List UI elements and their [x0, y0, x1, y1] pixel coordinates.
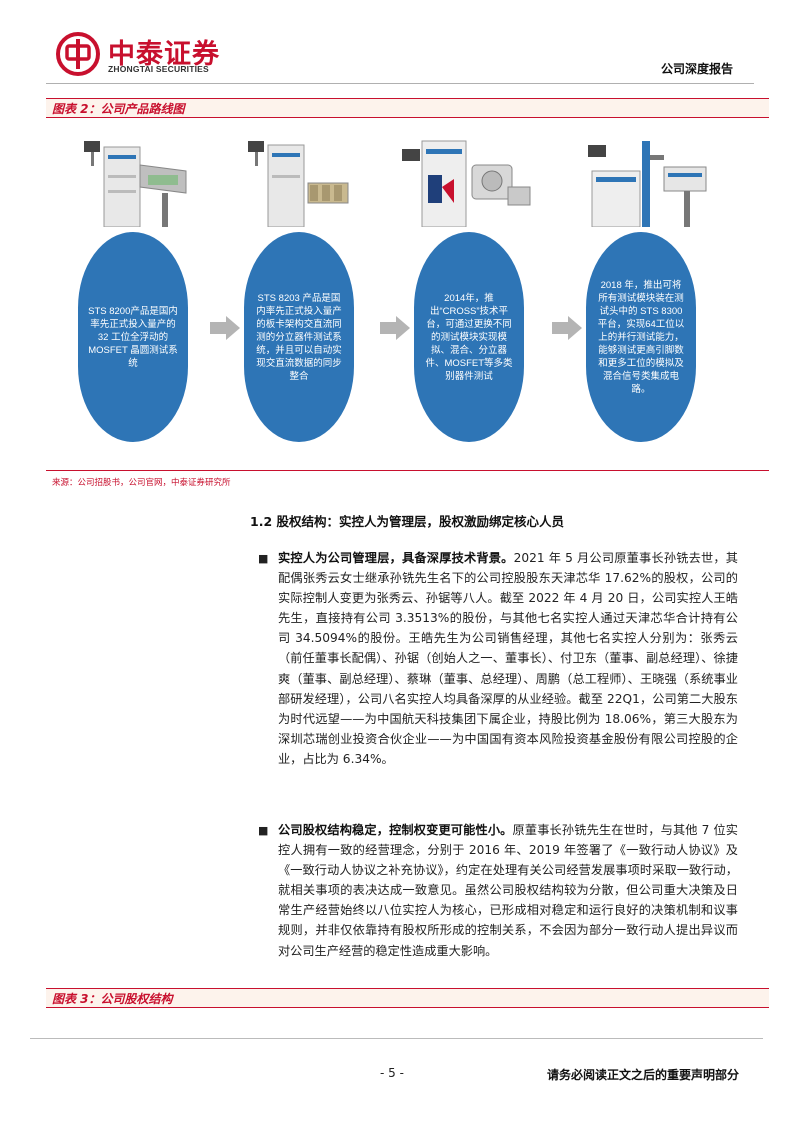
logo-text-en: ZHONGTAI SECURITIES: [108, 64, 209, 74]
company-logo: 中泰证券 ZHONGTAI SECURITIES: [56, 30, 246, 78]
roadmap-node-sts8300: 2018 年，推出可将所有测试模块装在测试头中的 STS 8300 平台，实现6…: [586, 232, 696, 442]
zhongtai-logo-icon: [56, 32, 100, 76]
square-bullet-icon: ■: [258, 552, 269, 565]
figure-3-caption: 图表 3：公司股权结构: [46, 988, 769, 1008]
report-type: 公司深度报告: [660, 62, 733, 76]
page-number: - 5 -: [380, 1066, 404, 1080]
cross-platform-machine-image: [402, 140, 531, 227]
roadmap-node-sts8200: STS 8200产品是国内率先正式投入量产的 32 工位全浮动的 MOSFET …: [78, 232, 188, 442]
roadmap-node-sts8203: STS 8203 产品是国内率先正式投入量产的板卡架构交直流同测的分立器件测试系…: [244, 232, 354, 442]
footer-disclaimer: 请务必阅读正文之后的重要声明部分: [546, 1068, 739, 1082]
roadmap-arrow-2: [380, 316, 410, 340]
roadmap-arrow-3: [552, 316, 582, 340]
roadmap-node-cross: 2014年，推出“CROSS”技术平台，可通过更换不同的测试模块实现模拟、混合、…: [414, 232, 524, 442]
paragraph-2-lead: 公司股权结构稳定，控制权变更可能性小。: [278, 823, 513, 837]
figure-2-source: 来源：公司招股书，公司官网，中泰证券研究所: [52, 478, 231, 488]
paragraph-1-body: 2021 年 5 月公司原董事长孙铣去世，其配偶张秀云女士继承孙铣先生名下的公司…: [278, 551, 738, 766]
paragraph-2-body: 原董事长孙铣先生在世时，与其他 7 位实控人拥有一致的经营理念，分别于 2016…: [278, 823, 738, 958]
header-divider: [46, 83, 754, 84]
footer-divider: [30, 1038, 763, 1039]
sts8200-machine-image: [84, 141, 187, 227]
paragraph-ownership-stable: 公司股权结构稳定，控制权变更可能性小。原董事长孙铣先生在世时，与其他 7 位实控…: [278, 820, 738, 961]
section-title: 1.2 股权结构：实控人为管理层，股权激励绑定核心人员: [250, 514, 564, 529]
square-bullet-icon: ■: [258, 824, 269, 837]
logo-text-cn: 中泰证券: [108, 39, 220, 70]
paragraph-actual-controller: 实控人为公司管理层，具备深厚技术背景。2021 年 5 月公司原董事长孙铣去世，…: [278, 548, 738, 769]
figure-2-caption: 图表 2：公司产品路线图: [46, 98, 769, 118]
source-divider: [46, 470, 769, 471]
sts8300-machine-image: [588, 141, 707, 227]
roadmap-arrow-1: [210, 316, 240, 340]
sts8203-machine-image: [248, 141, 349, 227]
paragraph-1-lead: 实控人为公司管理层，具备深厚技术背景。: [278, 551, 514, 565]
